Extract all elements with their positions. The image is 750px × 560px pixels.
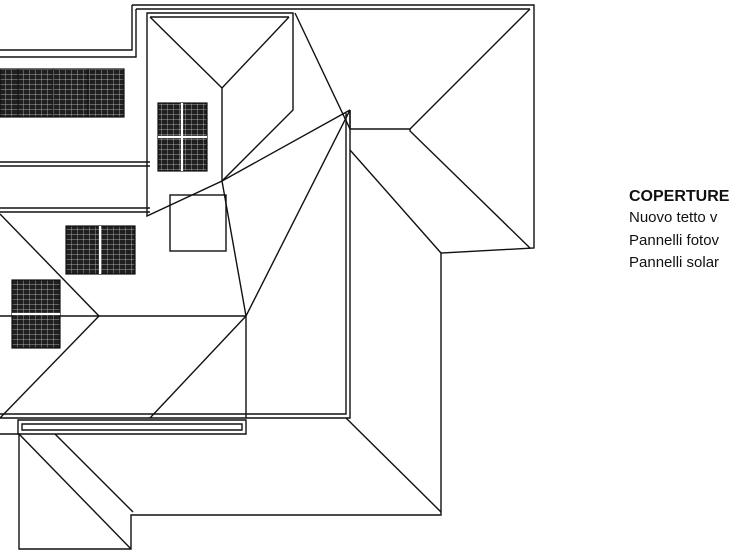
south-east-roof bbox=[18, 149, 442, 550]
legend-item-solar-panels: Pannelli solar bbox=[629, 254, 720, 271]
solar-panel-array-center bbox=[157, 102, 208, 172]
legend: COPERTURE Nuovo tetto v Pannelli fotov P… bbox=[629, 186, 750, 275]
central-hip-roof bbox=[0, 109, 351, 419]
legend-item-new-roof: Nuovo tetto v bbox=[629, 209, 718, 226]
building-outline bbox=[0, 4, 535, 550]
solar-panel-array-middle bbox=[65, 225, 136, 275]
solar-panel-array-north bbox=[0, 68, 125, 118]
solar-panel-array-south bbox=[11, 279, 61, 349]
east-hip-roof bbox=[294, 8, 531, 249]
skylight-box bbox=[169, 194, 227, 252]
legend-title: COPERTURE bbox=[629, 188, 730, 205]
left-wing-roof bbox=[0, 161, 150, 213]
lower-gutter bbox=[17, 419, 247, 435]
north-hip-roof bbox=[146, 12, 294, 218]
legend-item-pv-panels: Pannelli fotov bbox=[629, 231, 720, 249]
